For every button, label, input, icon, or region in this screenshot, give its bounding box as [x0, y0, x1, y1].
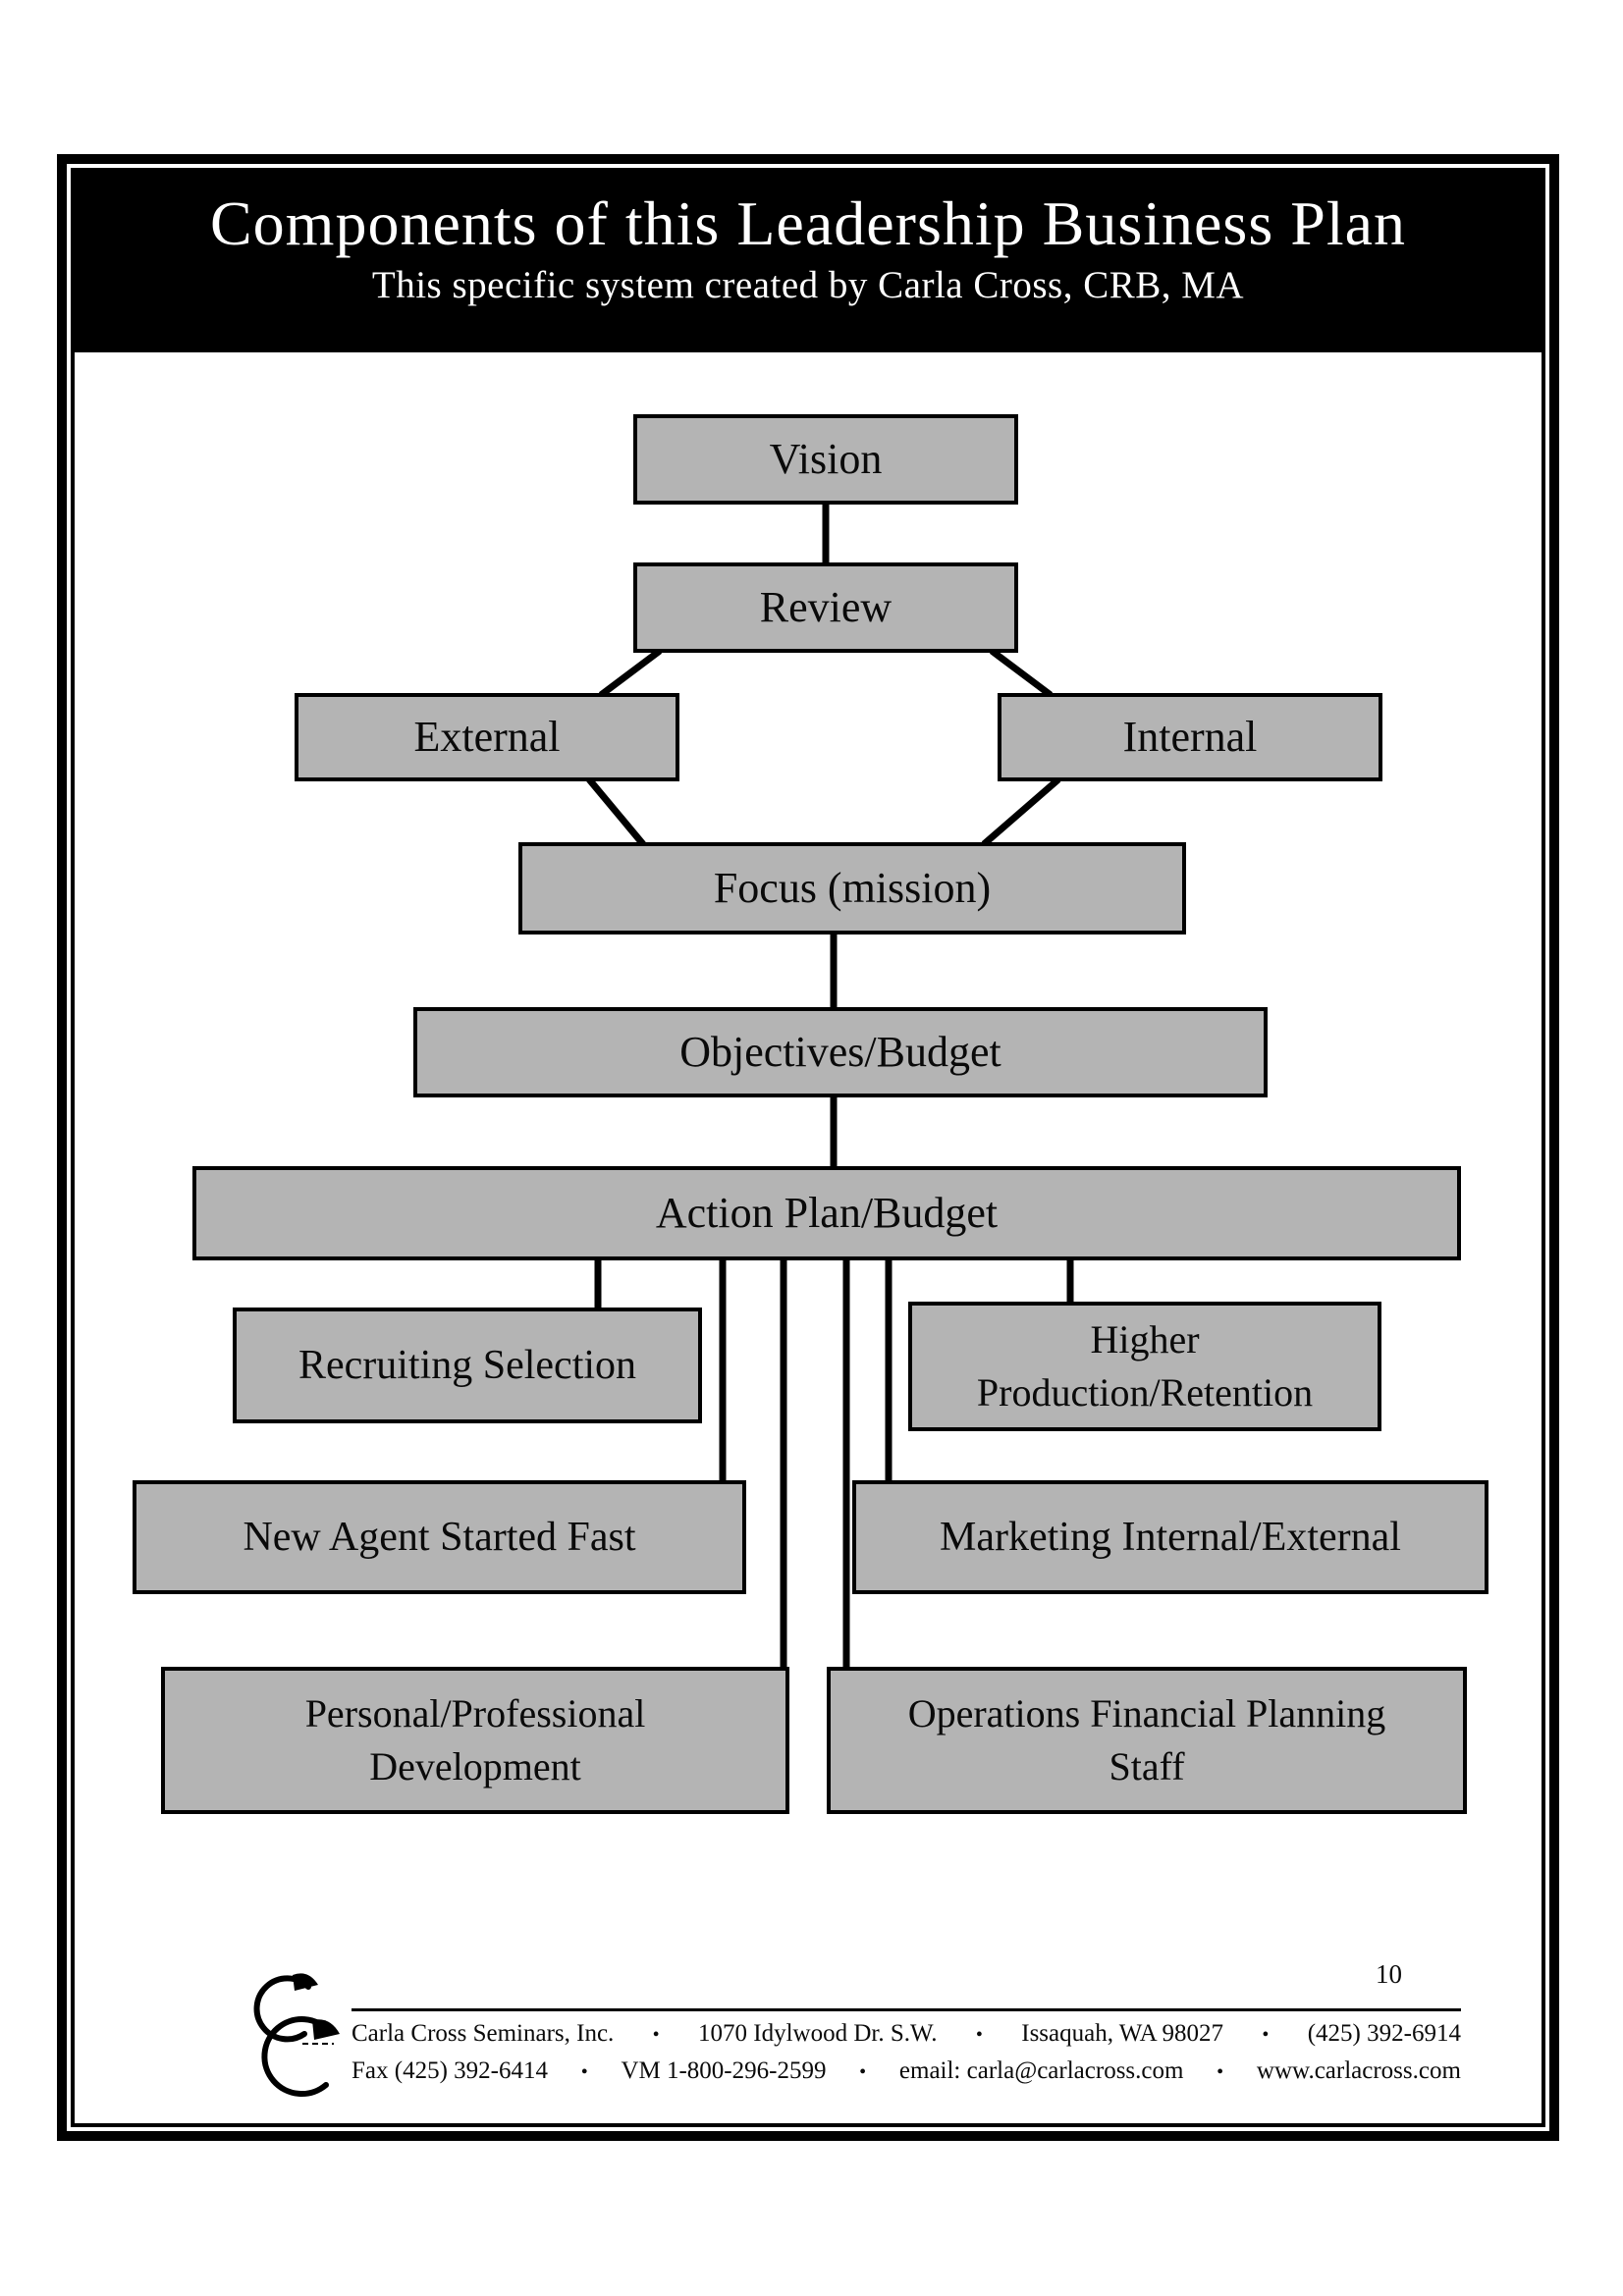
- footer-company: Carla Cross Seminars, Inc.: [352, 2020, 615, 2047]
- node-newagent: New Agent Started Fast: [133, 1480, 746, 1594]
- node-objectives-label: Objectives/Budget: [679, 1028, 1001, 1076]
- carla-cross-logo: [253, 1973, 340, 2098]
- logo-upper-arrow: [293, 1973, 318, 1991]
- edge-external-focus: [586, 776, 646, 847]
- footer-city: Issaquah, WA 98027: [1021, 2020, 1224, 2047]
- node-internal: Internal: [998, 693, 1382, 781]
- page-number: 10: [1376, 1959, 1402, 1989]
- bullet-icon: •: [1262, 2024, 1270, 2046]
- node-marketing: Marketing Internal/External: [852, 1480, 1488, 1594]
- logo-upper-c: [253, 1975, 311, 2043]
- node-action-label: Action Plan/Budget: [655, 1189, 999, 1237]
- node-operations-label: Operations Financial Planning Staff: [907, 1691, 1386, 1789]
- node-personal-label: Personal/Professional Development: [304, 1691, 646, 1789]
- node-objectives: Objectives/Budget: [413, 1007, 1268, 1097]
- node-recruiting-label: Recruiting Selection: [298, 1343, 637, 1388]
- node-focus: Focus (mission): [518, 842, 1186, 934]
- edge-review-external: [598, 648, 663, 698]
- footer-address: 1070 Idylwood Dr. S.W.: [698, 2020, 938, 2047]
- node-action: Action Plan/Budget: [192, 1166, 1461, 1260]
- footer-fax: Fax (425) 392-6414: [352, 2057, 548, 2084]
- page-subtitle: This specific system created by Carla Cr…: [371, 264, 1245, 306]
- bullet-icon: •: [975, 2024, 983, 2046]
- logo-lower-arrow: [312, 2019, 340, 2040]
- node-higher: Higher Production/Retention: [908, 1302, 1381, 1431]
- bullet-icon: •: [1217, 2061, 1224, 2083]
- node-review: Review: [633, 562, 1018, 653]
- node-vision-label: Vision: [769, 435, 883, 483]
- node-higher-label: Higher Production/Retention: [976, 1317, 1314, 1415]
- page-border-inner: [71, 168, 1545, 2127]
- footer-rule: [352, 2008, 1461, 2011]
- page-border-outer: [57, 154, 1559, 2141]
- footer-line-1: Carla Cross Seminars, Inc. • 1070 Idylwo…: [352, 2020, 1461, 2048]
- bullet-icon: •: [859, 2061, 867, 2083]
- bullet-icon: •: [652, 2024, 660, 2046]
- node-external-label: External: [413, 713, 561, 761]
- page-title: Components of this Leadership Business P…: [209, 188, 1407, 258]
- logo-lower-c: [261, 2016, 333, 2098]
- node-operations: Operations Financial Planning Staff: [827, 1667, 1467, 1814]
- node-focus-label: Focus (mission): [713, 864, 992, 912]
- node-personal: Personal/Professional Development: [161, 1667, 789, 1814]
- node-recruiting: Recruiting Selection: [233, 1308, 702, 1423]
- edge-internal-focus: [981, 776, 1061, 847]
- footer-line-2: Fax (425) 392-6414 • VM 1-800-296-2599 •…: [352, 2057, 1461, 2085]
- node-external: External: [295, 693, 679, 781]
- node-newagent-label: New Agent Started Fast: [243, 1515, 636, 1560]
- node-internal-label: Internal: [1122, 713, 1258, 761]
- footer-email: email: carla@carlacross.com: [898, 2057, 1184, 2084]
- edge-review-internal: [989, 648, 1054, 698]
- footer-vm: VM 1-800-296-2599: [621, 2057, 827, 2084]
- node-vision: Vision: [633, 414, 1018, 505]
- footer-phone: (425) 392-6914: [1307, 2020, 1461, 2047]
- node-review-label: Review: [759, 583, 893, 631]
- title-band: Components of this Leadership Business P…: [75, 172, 1542, 352]
- bullet-icon: •: [580, 2061, 588, 2083]
- node-marketing-label: Marketing Internal/External: [940, 1515, 1401, 1560]
- footer-website: www.carlacross.com: [1256, 2057, 1461, 2084]
